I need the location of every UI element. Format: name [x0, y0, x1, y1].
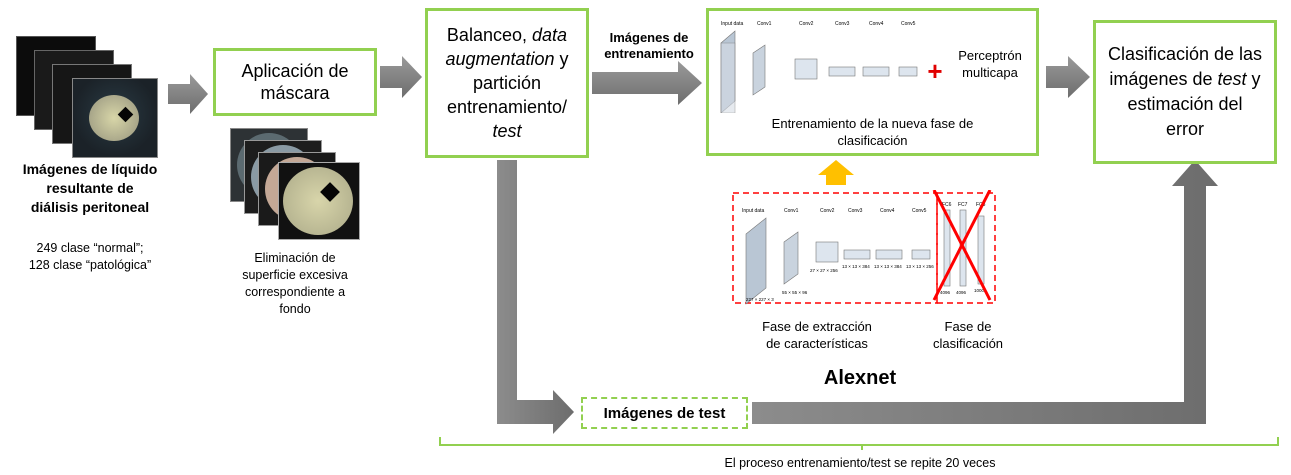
- alexnet-label-conv2: Conv2: [820, 208, 835, 214]
- cnn-feature-extractor-diagram: Input data Conv1 Conv2 Conv3 Conv4 Conv5: [720, 21, 918, 113]
- up-arrow-orange: [818, 160, 854, 185]
- alexnet-dim-fc6: 4096: [940, 290, 951, 295]
- mlp-label-line-1: Perceptrón: [958, 48, 1022, 63]
- alexnet-dim-conv2: 27 × 27 × 256: [810, 268, 838, 273]
- classification-test-word: test: [1217, 69, 1247, 89]
- alexnet-dim-conv1: 55 × 55 × 96: [782, 290, 808, 295]
- mlp-label: Perceptrón multicapa: [947, 47, 1033, 81]
- alexnet-dim-conv4: 13 × 13 × 384: [874, 264, 902, 269]
- input-title-line-3: diálisis peritoneal: [30, 199, 150, 215]
- classification-phase-line-2: clasificación: [932, 336, 1004, 351]
- layer-label-conv5: Conv5: [901, 21, 916, 27]
- layer-label-conv3: Conv3: [835, 21, 850, 27]
- layer-label-input: Input data: [721, 21, 743, 27]
- training-phase-box: Input data Conv1 Conv2 Conv3 Conv4 Conv5…: [706, 8, 1039, 156]
- classification-line-4: error: [1165, 119, 1204, 139]
- alexnet-dim-fc7: 4096: [956, 290, 967, 295]
- masked-image-stack: [230, 128, 366, 240]
- plus-icon: +: [927, 56, 943, 86]
- training-caption-line-2: clasificación: [837, 133, 908, 148]
- input-title: Imágenes de líquido resultante de diális…: [0, 160, 180, 217]
- alexnet-dim-conv5: 13 × 13 × 256: [906, 264, 934, 269]
- class-count-normal: 249 clase “normal”;: [36, 241, 144, 255]
- training-images-label: Imágenes de entrenamiento: [594, 30, 704, 62]
- alexnet-diagram: Input data Conv1 Conv2 Conv3 Conv4 Conv5…: [728, 190, 1000, 306]
- classification-phase-label: Fase de clasificación: [916, 318, 1020, 352]
- extraction-phase-line-1: Fase de extracción: [762, 319, 872, 334]
- class-count-pathological: 128 clase “patológica”: [28, 258, 152, 272]
- classification-line-2c: y: [1251, 69, 1261, 89]
- layer-label-conv4: Conv4: [869, 21, 884, 27]
- extraction-phase-line-2: de características: [766, 336, 868, 351]
- training-word: entrenamiento/: [446, 97, 568, 117]
- balance-augmentation-split-box: Balanceo, data augmentation y partición …: [425, 8, 589, 158]
- arrow-balance-to-training: [592, 61, 702, 105]
- alexnet-label-conv1: Conv1: [784, 208, 799, 214]
- input-title-line-2: resultante de: [46, 180, 134, 196]
- layer-label-conv1: Conv1: [757, 21, 772, 27]
- classification-phase-line-1: Fase de: [944, 319, 992, 334]
- training-images-label-line-2: entrenamiento: [604, 46, 694, 61]
- data-word: data: [532, 25, 568, 45]
- and-word: y: [559, 49, 569, 69]
- alexnet-label-fc7: FC7: [958, 202, 968, 208]
- classification-dashed-box: [936, 192, 996, 304]
- mask-box-line-2: máscara: [260, 83, 330, 103]
- test-images-label: Imágenes de test: [603, 404, 726, 422]
- layer-label-conv2: Conv2: [799, 21, 814, 27]
- mask-application-box: Aplicación de máscara: [213, 48, 377, 116]
- alexnet-dim-fc8: 1000: [974, 288, 985, 293]
- alexnet-title: Alexnet: [823, 367, 897, 389]
- alexnet-label-conv5: Conv5: [912, 208, 927, 214]
- repeat-brace: [439, 437, 1279, 450]
- arrow-mask-to-balance: [380, 56, 422, 98]
- alexnet-label-conv3: Conv3: [848, 208, 863, 214]
- cross-icon-line-2: [932, 190, 992, 301]
- training-images-label-line-1: Imágenes de: [609, 30, 689, 45]
- arrow-training-to-classification: [1046, 56, 1090, 98]
- mask-caption-line-2: superficie excesiva: [242, 268, 348, 282]
- mlp-label-line-2: multicapa: [962, 65, 1018, 80]
- mask-caption: Eliminación de superficie excesiva corre…: [215, 250, 375, 318]
- training-caption-line-1: Entrenamiento de la nueva fase de: [771, 116, 974, 131]
- input-title-line-1: Imágenes de líquido: [22, 161, 158, 177]
- repeat-note: El proceso entrenamiento/test se repite …: [724, 456, 996, 470]
- classification-line-1: Clasificación de las: [1107, 44, 1263, 64]
- partition-word: partición: [472, 73, 542, 93]
- mask-caption-line-3: correspondiente a: [244, 285, 346, 299]
- balance-word: Balanceo,: [446, 25, 527, 45]
- classification-error-box: Clasificación de las imágenes de test y …: [1093, 20, 1277, 164]
- test-images-box: Imágenes de test: [581, 397, 748, 429]
- alexnet-label-fc6: FC6: [942, 202, 952, 208]
- feature-extraction-dashed-box: [732, 192, 938, 304]
- test-word: test: [492, 121, 522, 141]
- alexnet-dim-input: 227 × 227 × 3: [746, 297, 774, 302]
- arrow-input-to-mask: [168, 74, 208, 114]
- alexnet-label-conv4: Conv4: [880, 208, 895, 214]
- mask-box-line-1: Aplicación de: [241, 61, 349, 81]
- classification-line-2a: imágenes de: [1109, 69, 1213, 89]
- mask-caption-line-1: Eliminación de: [254, 251, 336, 265]
- training-caption: Entrenamiento de la nueva fase de clasif…: [709, 115, 1036, 149]
- dialysis-image-stack: [16, 36, 166, 158]
- arrow-balance-to-test-images: [497, 160, 574, 434]
- augmentation-word: augmentation: [445, 49, 555, 69]
- classification-line-3: estimación del: [1127, 94, 1243, 114]
- alexnet-label-input: Input data: [742, 208, 764, 214]
- mask-caption-line-4: fondo: [279, 302, 311, 316]
- extraction-phase-label: Fase de extracción de características: [740, 318, 894, 352]
- input-class-counts: 249 clase “normal”; 128 clase “patológic…: [0, 240, 180, 274]
- alexnet-dim-conv3: 13 × 13 × 384: [842, 264, 870, 269]
